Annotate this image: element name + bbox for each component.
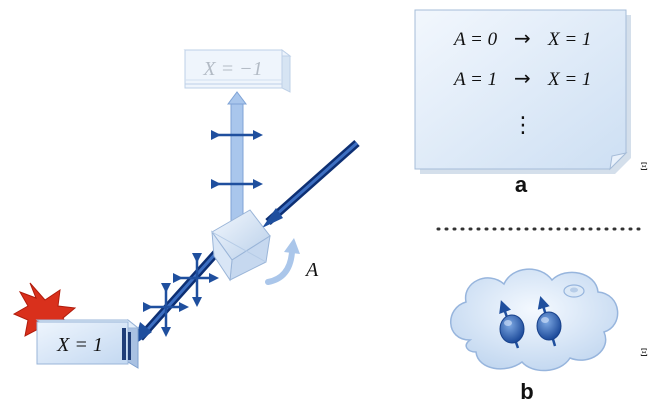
rule-1-lhs: A = 0: [452, 29, 498, 50]
panel-a: A = 0 → X = 1 A = 1 → X = 1 ⋮ a Ξ: [414, 9, 648, 197]
outgoing-beam: [134, 240, 228, 345]
polarization-arrow-beam-1: [173, 253, 219, 307]
panel-a-label: a: [515, 172, 528, 197]
panel-a-side-marker: Ξ: [640, 159, 648, 173]
panel-b: b Ξ: [450, 268, 648, 404]
rules-note: [414, 9, 631, 174]
polarization-arrow-beam-2: [143, 283, 189, 337]
rule-row-2: A = 1 → X = 1: [452, 66, 591, 90]
beam-splitter-cube: [211, 209, 271, 282]
rule-2-arrow: →: [514, 66, 531, 90]
rule-2-rhs: X = 1: [547, 69, 591, 90]
rotation-label: A: [304, 259, 319, 281]
cloud-shape: [450, 268, 619, 372]
panel-b-label: b: [520, 379, 533, 404]
detector-top: X = −1: [183, 49, 292, 93]
rule-1-arrow: →: [514, 26, 531, 50]
spin-particle-2: [536, 296, 562, 347]
rotation-arrow: [265, 238, 300, 285]
apparatus: X = −1 A: [12, 49, 360, 369]
detector-top-label: X = −1: [202, 58, 262, 80]
detector-bottom-label: X = 1: [56, 334, 103, 356]
spin-particle-1: [499, 300, 525, 349]
rules-ellipsis: ⋮: [512, 113, 534, 138]
detector-bottom: X = 1: [35, 318, 140, 369]
panel-b-side-marker: Ξ: [640, 345, 648, 359]
rule-1-rhs: X = 1: [547, 29, 591, 50]
rule-row-1: A = 0 → X = 1: [452, 26, 591, 50]
incoming-beam: [262, 140, 360, 228]
rule-2-lhs: A = 1: [452, 69, 497, 90]
vertical-beam: [227, 91, 247, 225]
